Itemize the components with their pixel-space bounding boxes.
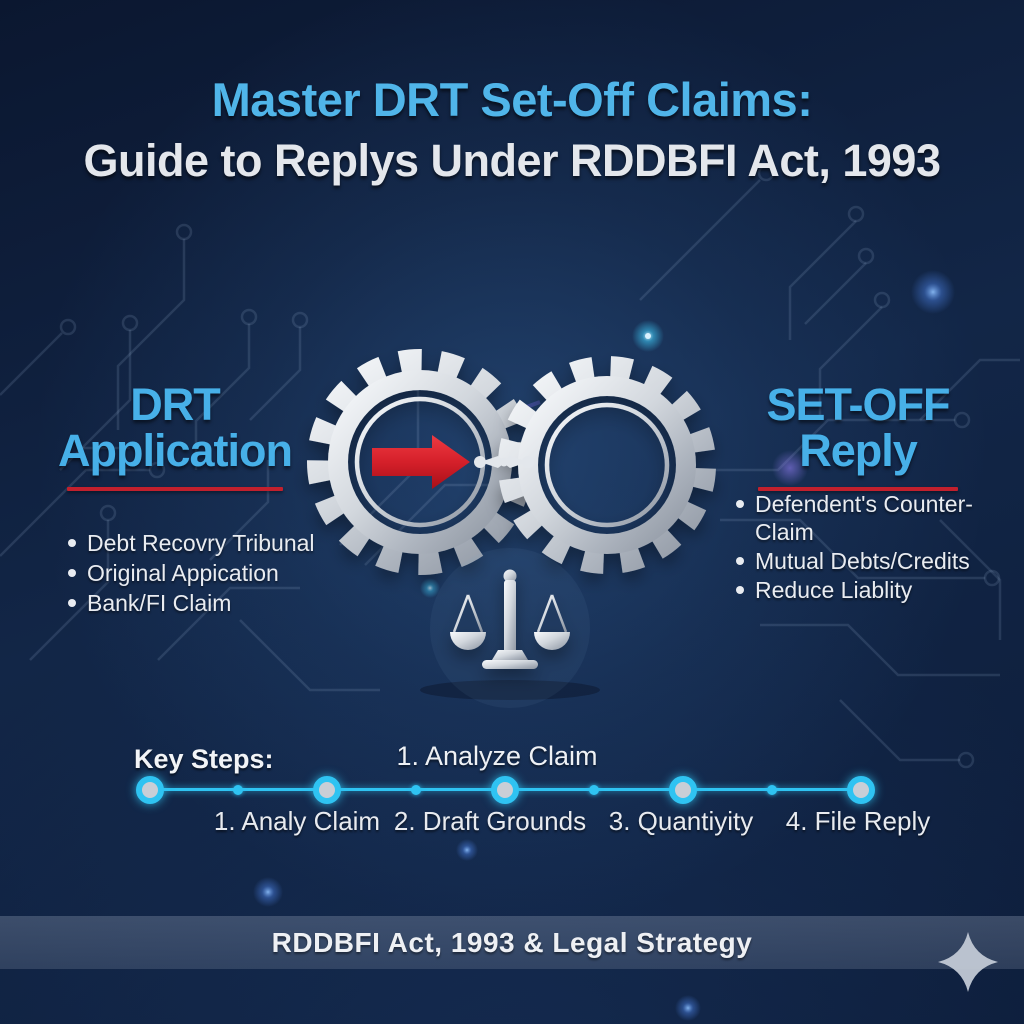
timeline-dot xyxy=(767,785,777,795)
right-arrow-icon xyxy=(372,435,470,489)
left-panel-heading: DRT Application xyxy=(30,382,320,491)
bullet-text: Defendent's Counter-Claim xyxy=(755,491,973,545)
sparkle-icon xyxy=(938,932,998,992)
circuit-traces-right xyxy=(639,164,1020,769)
timeline-dot xyxy=(589,785,599,795)
list-item: Defendent's Counter-Claim xyxy=(736,490,996,546)
scales-of-justice-icon xyxy=(450,569,570,669)
bullet-text: Mutual Debts/Credits xyxy=(755,548,970,574)
bullet-dot xyxy=(68,599,76,607)
list-item: Original Appication xyxy=(68,559,318,588)
step-label: 1. Analy Claim xyxy=(213,806,381,836)
timeline-dot xyxy=(233,785,243,795)
link-connector-icon xyxy=(474,456,534,468)
title-line-1: Master DRT Set-Off Claims: xyxy=(211,73,813,126)
bullet-dot xyxy=(736,586,744,594)
glow-dots xyxy=(253,270,955,1021)
timeline-node xyxy=(669,776,697,804)
list-item: Debt Recovry Tribunal xyxy=(68,529,318,558)
title-line-2: Guide to Replys Under RDDBFI Act, 1993 xyxy=(83,135,941,186)
bullet-dot xyxy=(736,500,744,508)
left-heading-line2: Application xyxy=(58,424,293,476)
bullet-text: Original Appication xyxy=(87,560,279,586)
left-heading-line1: DRT xyxy=(130,379,220,430)
list-item: Reduce Liablity xyxy=(736,576,996,604)
gear-icon xyxy=(498,356,716,574)
bullet-text: Debt Recovry Tribunal xyxy=(87,530,315,556)
bullet-text: Reduce Liablity xyxy=(755,577,913,603)
footer-banner: RDDBFI Act, 1993 & Legal Strategy xyxy=(0,916,1024,969)
timeline-node xyxy=(491,776,519,804)
bullet-text: Bank/FI Claim xyxy=(87,590,232,616)
bullet-dot xyxy=(68,539,76,547)
right-heading-line2: Reply xyxy=(799,424,918,476)
timeline-dot xyxy=(411,785,421,795)
right-panel-bullet-list: Defendent's Counter-Claim Mutual Debts/C… xyxy=(736,490,996,605)
bullet-dot xyxy=(736,557,744,565)
step-label: 4. File Reply xyxy=(785,806,931,836)
step-label: 3. Quantiyity xyxy=(608,806,754,836)
red-underline xyxy=(758,486,958,491)
gear-shadow xyxy=(420,680,600,700)
timeline-node xyxy=(847,776,875,804)
left-panel-bullet-list: Debt Recovry Tribunal Original Appicatio… xyxy=(68,529,318,619)
key-steps-label: Key Steps: xyxy=(134,744,274,774)
timeline-node xyxy=(136,776,164,804)
right-panel-heading: SET-OFF Reply xyxy=(728,382,988,491)
page-title: Master DRT Set-Off Claims: Guide to Repl… xyxy=(0,72,1024,187)
step-label: 2. Draft Grounds xyxy=(393,806,587,836)
bullet-dot xyxy=(68,569,76,577)
red-underline xyxy=(67,486,283,491)
key-steps-highlight: 1. Analyze Claim xyxy=(396,741,598,771)
right-heading-line1: SET-OFF xyxy=(766,379,951,430)
footer-banner-text: RDDBFI Act, 1993 & Legal Strategy xyxy=(271,927,753,958)
timeline-node xyxy=(313,776,341,804)
list-item: Bank/FI Claim xyxy=(68,589,318,618)
list-item: Mutual Debts/Credits xyxy=(736,547,996,575)
